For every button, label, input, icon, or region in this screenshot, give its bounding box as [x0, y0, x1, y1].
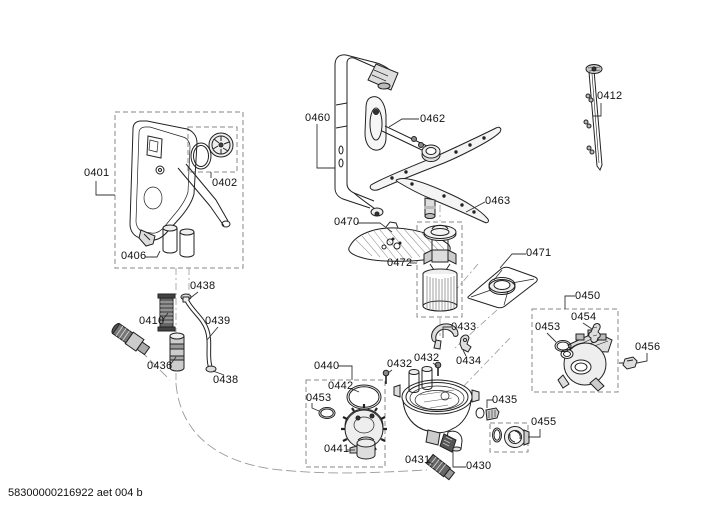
part-label-0472: 0472 [387, 257, 413, 269]
part-0455-drain-pump [492, 426, 530, 448]
part-0454-clamp [588, 323, 601, 343]
part-label-0460: 0460 [305, 112, 331, 124]
document-number: 58300000216922 aet 004 b [8, 487, 143, 499]
leader-lines [95, 103, 648, 468]
part-0438-top-nipple [180, 293, 192, 303]
dashed-group-boxes [114, 111, 619, 468]
part-label-0454: 0454 [571, 311, 597, 323]
part-label-0462: 0462 [420, 113, 446, 125]
part-0472-filter-set [422, 224, 458, 312]
part-label-0441: 0441 [324, 443, 350, 455]
part-dark-ribbed-elbow [439, 433, 457, 453]
part-0456-cap [619, 356, 638, 370]
part-label-0440: 0440 [314, 360, 340, 372]
part-label-0434: 0434 [456, 355, 482, 367]
part-0435-valve [475, 407, 500, 421]
part-label-0432-right: 0432 [414, 352, 440, 364]
part-0463-lower-spray-arm [395, 178, 489, 224]
part-label-0432-left: 0432 [387, 358, 413, 370]
part-upper-spray-arm [369, 126, 502, 191]
part-label-0435: 0435 [492, 394, 518, 406]
part-label-0431: 0431 [405, 454, 431, 466]
part-label-0412: 0412 [597, 90, 623, 102]
part-0402-seal-and-disc [190, 132, 234, 170]
part-label-0438-top: 0438 [190, 280, 216, 292]
part-label-0401: 0401 [84, 167, 110, 179]
part-0462-spray-duct [364, 96, 428, 152]
part-label-0402: 0402 [212, 177, 238, 189]
part-0431-hose-connector [425, 453, 456, 481]
part-label-0471: 0471 [526, 247, 552, 259]
part-0436-connector [169, 332, 185, 372]
part-label-0439: 0439 [205, 315, 231, 327]
part-0401-side-panel [129, 120, 231, 258]
part-label-0410: 0410 [139, 315, 165, 327]
part-0453-dispenser-oring [318, 407, 336, 419]
part-0441-pot [349, 436, 376, 460]
part-label-0436: 0436 [147, 360, 173, 372]
part-label-0406: 0406 [121, 250, 147, 262]
part-0439-hose [184, 299, 213, 367]
part-label-0430: 0430 [466, 460, 492, 472]
part-0471-plate [467, 266, 538, 309]
part-0432-screws [382, 361, 442, 384]
part-label-0433: 0433 [451, 321, 477, 333]
part-sump-basin [393, 366, 480, 446]
part-label-0453-pump: 0453 [535, 321, 561, 333]
part-label-0453-dispenser: 0453 [306, 392, 332, 404]
part-0438-bottom-nipple [205, 365, 217, 373]
part-label-0438-bottom: 0438 [213, 374, 239, 386]
part-label-0456: 0456 [635, 341, 661, 353]
part-0433-hood [431, 323, 459, 350]
part-label-0442: 0442 [328, 380, 354, 392]
part-label-0470: 0470 [334, 216, 360, 228]
part-0434-bracket [459, 334, 472, 353]
part-label-0463: 0463 [485, 195, 511, 207]
part-label-0455: 0455 [531, 416, 557, 428]
part-0450-pump [557, 329, 613, 392]
part-0453-pump-oring [554, 340, 572, 352]
part-0412-strip [583, 64, 603, 172]
part-aerator-fitting [111, 323, 151, 356]
part-label-0450: 0450 [575, 290, 601, 302]
part-0406-clip [138, 229, 156, 247]
part-0440-heater-body [341, 404, 387, 454]
part-0460-feed-pipe [334, 54, 399, 217]
